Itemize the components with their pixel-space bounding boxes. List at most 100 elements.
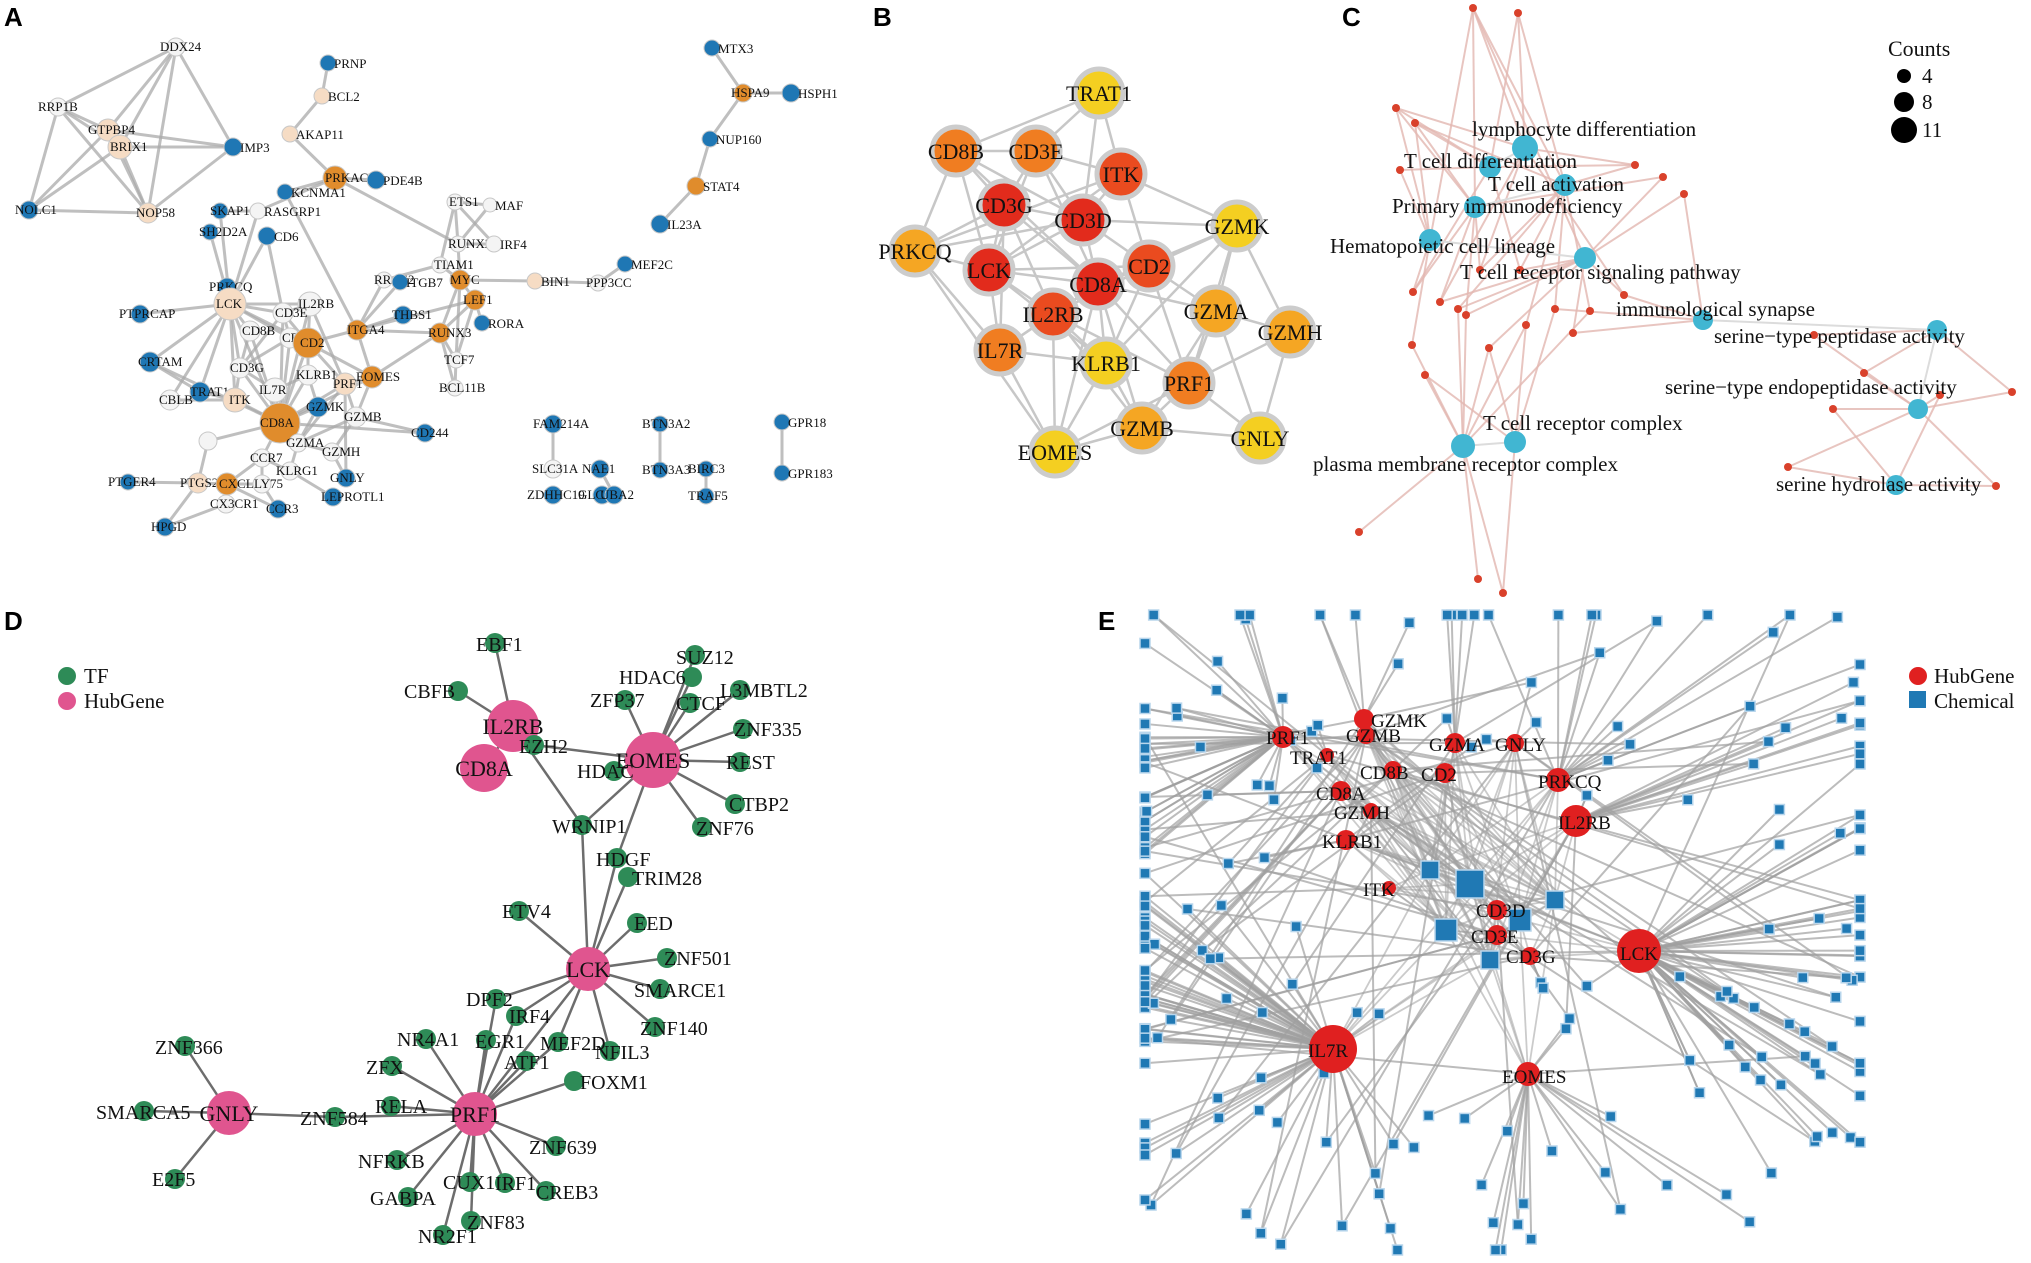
label-trat1: TRAT1 bbox=[1290, 748, 1347, 769]
label-eed: EED bbox=[634, 913, 673, 935]
node-cd3d bbox=[1056, 193, 1110, 247]
hub-node-eomes bbox=[625, 732, 681, 788]
node-gzma bbox=[288, 433, 308, 453]
edge-prkacb-runx2 bbox=[334, 176, 459, 246]
label-atf1: ATF1 bbox=[504, 1052, 550, 1074]
label-rela: RELA bbox=[375, 1096, 428, 1118]
gene-dot bbox=[1476, 266, 1484, 274]
chemical-node-central bbox=[1508, 908, 1532, 932]
label-trim28: TRIM28 bbox=[632, 868, 702, 890]
node-eomes bbox=[360, 365, 384, 389]
chemical-node bbox=[1762, 735, 1775, 748]
label-maf: MAF bbox=[495, 198, 523, 213]
hubgene-node-trat1 bbox=[1320, 748, 1334, 762]
label-zfp37: ZFP37 bbox=[590, 690, 644, 712]
edge-central-chemical-5-prkcq bbox=[1554, 779, 1559, 901]
label-birc3: BIRC3 bbox=[688, 461, 725, 476]
chemical-node bbox=[1263, 779, 1276, 792]
label-gnly: GNLY bbox=[1231, 426, 1290, 451]
node-fam214a bbox=[543, 414, 563, 434]
legend-chemical-label: Chemical bbox=[1934, 689, 2015, 713]
node-gzmb bbox=[345, 406, 367, 428]
node-zdhhc19 bbox=[543, 485, 563, 505]
edge-central-chemical-1-cd8a bbox=[1340, 790, 1447, 931]
counts-legend-11: 11 bbox=[1922, 118, 1942, 142]
tf-node-hdac bbox=[604, 761, 624, 781]
edge-myc-bin1 bbox=[459, 278, 536, 283]
tf-node-etv4 bbox=[509, 901, 529, 921]
edge-chemical-177-prf1 bbox=[1239, 614, 1284, 738]
node-tiam1 bbox=[431, 256, 449, 274]
edge-isyn-stpa bbox=[1702, 319, 1938, 331]
edge-gene-18-pmrc bbox=[1462, 445, 1479, 580]
label-znf584: ZNF584 bbox=[300, 1108, 368, 1130]
tf-node-hdgf bbox=[607, 848, 627, 868]
chemical-node bbox=[1201, 789, 1214, 801]
counts-legend-8: 8 bbox=[1922, 90, 1933, 114]
edge-chemical-214-cd3g bbox=[1529, 705, 1751, 957]
edge-chemical-105-cd3d bbox=[1496, 909, 1519, 1225]
panel-c-edges bbox=[1358, 7, 2013, 594]
gene-dot bbox=[1474, 575, 1482, 583]
node-klrb1 bbox=[297, 364, 319, 386]
edge-gene-17-pmrc bbox=[1358, 445, 1464, 533]
label-btn3a2: BTN3A2 bbox=[642, 416, 690, 431]
edge-gene-2-pid bbox=[1395, 107, 1476, 208]
chemical-node bbox=[1276, 692, 1289, 704]
label-cd8b: CD8B bbox=[242, 323, 276, 338]
chemical-node bbox=[1487, 1216, 1500, 1229]
edge-gene-22-stpa bbox=[1863, 329, 1938, 374]
tf-node-nr4a1 bbox=[416, 1029, 436, 1049]
label-leprotl1: LEPROTL1 bbox=[321, 489, 385, 504]
label-ctbp2: CTBP2 bbox=[729, 794, 789, 816]
gene-dot bbox=[1392, 104, 1400, 112]
edge-chemical-213-il2rb bbox=[1575, 722, 1861, 822]
chemical-node bbox=[1220, 992, 1233, 1005]
edge-chemical-159-prf1 bbox=[1146, 736, 1284, 813]
legend-chemical-marker bbox=[1909, 691, 1926, 708]
chemical-node bbox=[1140, 805, 1153, 818]
chemical-node bbox=[1475, 1179, 1488, 1191]
chemical-node-central bbox=[1455, 869, 1485, 899]
label-eomes: EOMES bbox=[616, 748, 691, 773]
chemical-node bbox=[1854, 758, 1866, 770]
edge-chemical-195-il7r bbox=[1144, 984, 1334, 1050]
edge-cx3cr1-hpgd bbox=[164, 502, 227, 529]
tf-node-irf1 bbox=[495, 1173, 515, 1193]
term-label-tdiff: T cell differentiation bbox=[1404, 149, 1577, 173]
edge-chemical-115-lck bbox=[1638, 950, 1861, 1023]
label-zfx: ZFX bbox=[366, 1057, 404, 1079]
label-imp3: IMP3 bbox=[240, 140, 270, 155]
edge-gene-27-tcrsp bbox=[1465, 257, 1586, 316]
chemical-node bbox=[1305, 725, 1318, 738]
edge-gene-4-lymph bbox=[1439, 147, 1526, 303]
chemical-node bbox=[1783, 1018, 1796, 1030]
tf-node-znf639 bbox=[546, 1136, 566, 1156]
edge-chemical-218-il7r bbox=[1175, 1048, 1334, 1155]
edge-gene-0-lymph bbox=[1517, 12, 1526, 149]
label-itga4: ITGA4 bbox=[347, 322, 385, 337]
label-il7r: IL7R bbox=[977, 338, 1024, 363]
chemical-node bbox=[1151, 1032, 1164, 1044]
gene-dot bbox=[1454, 305, 1462, 313]
edge-central-chemical-5-prf1 bbox=[1282, 736, 1556, 901]
node-cd3g bbox=[229, 357, 251, 379]
tf-node-znf335 bbox=[733, 719, 753, 739]
gene-dot bbox=[1631, 161, 1639, 169]
chemical-node bbox=[1854, 1090, 1866, 1102]
edge-chemical-222-cd8b bbox=[1392, 769, 1861, 910]
tf-node-egr1 bbox=[476, 1030, 496, 1050]
chemical-node bbox=[1211, 655, 1224, 668]
tf-node-gabpa bbox=[398, 1187, 418, 1207]
label-ly75: LY75 bbox=[254, 476, 283, 491]
label-gpr18: GPR18 bbox=[788, 415, 826, 430]
edge-itga4-itgb7 bbox=[355, 280, 402, 332]
edge-chemical-199-eomes bbox=[1527, 1073, 1622, 1210]
edge-gene-31-tdiff bbox=[1489, 166, 1521, 271]
edge-chemical-38-il2rb bbox=[1575, 745, 1861, 822]
tf-node-trim28 bbox=[618, 867, 638, 887]
label-prkcq: PRKCQ bbox=[878, 239, 951, 264]
chemical-node bbox=[1391, 1244, 1404, 1256]
